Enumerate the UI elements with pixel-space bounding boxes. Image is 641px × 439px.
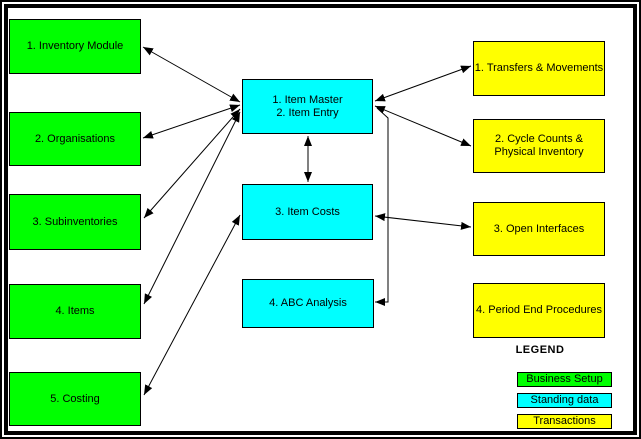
node-label: 4. Period End Procedures [476,304,602,316]
legend-item-transactions: Transactions [517,414,612,429]
legend-label: Standing data [530,394,599,406]
arrow-subinventories-item-master [143,108,241,219]
node-label: 3. Subinventories [32,215,118,228]
node-item-master-entry: 1. Item Master 2. Item Entry [242,79,373,134]
arrow-organisations-item-master [142,104,241,139]
node-label-line2: 2. Item Entry [276,106,339,119]
legend-item-business-setup: Business Setup [517,372,612,387]
arrow-item-master-abc-analysis [375,107,389,306]
node-period-end-procedures: 4. Period End Procedures [473,283,605,338]
node-label: 1. Transfers & Movements [474,62,604,74]
node-inventory-module: 1. Inventory Module [9,19,141,74]
node-label: 2. Organisations [34,132,116,145]
legend-label: Transactions [533,415,596,427]
legend-item-standing-data: Standing data [517,393,612,408]
node-label-line2: Physical Inventory [494,146,584,158]
node-organisations: 2. Organisations [9,112,141,166]
arrow-inventory-module-item-master [142,46,241,103]
node-label: 1. Inventory Module [26,40,124,52]
arrow-costing-item-costs [143,214,241,396]
arrow-item-master-transfers [374,65,472,102]
legend-label: Business Setup [526,373,603,385]
node-open-interfaces: 3. Open Interfaces [473,202,605,256]
node-abc-analysis: 4. ABC Analysis [242,279,374,328]
arrow-item-costs-open-interfaces [374,213,472,230]
arrow-items-item-master [143,111,241,305]
node-label: 3. Open Interfaces [493,222,585,235]
legend-title: LEGEND [515,344,565,356]
node-label: 4. Items [55,305,95,317]
node-label: 3. Item Costs [275,205,340,218]
node-item-costs: 3. Item Costs [242,184,373,240]
node-label-line1: 1. Item Master [272,93,343,106]
node-label-line1: 2. Cycle Counts & [494,133,584,145]
arrow-item-master-cycle-counts [374,105,472,147]
node-label: 4. ABC Analysis [269,297,347,309]
node-label: 5. Costing [50,392,100,405]
node-cycle-counts: 2. Cycle Counts & Physical Inventory [473,119,605,173]
node-transfers-movements: 1. Transfers & Movements [473,41,605,96]
node-subinventories: 3. Subinventories [9,194,141,250]
node-items: 4. Items [9,284,141,339]
node-costing: 5. Costing [9,372,141,426]
